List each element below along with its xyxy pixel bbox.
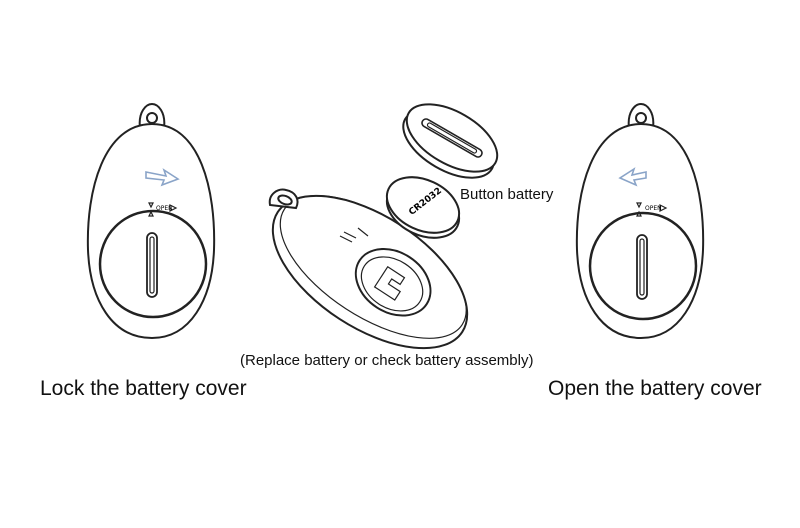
open-cover-label: Open the battery cover <box>548 377 762 400</box>
fob-exploded: CR2032 <box>268 103 499 350</box>
battery-cover <box>402 103 499 179</box>
button-battery-label: Button battery <box>460 186 554 203</box>
fob-open: OPEN <box>575 102 705 340</box>
replace-note: (Replace battery or check battery assemb… <box>240 352 534 369</box>
lock-symbol-text: OPEN <box>645 205 662 212</box>
lock-triangle-icon: OPEN <box>636 202 668 217</box>
lock-triangle-icon: OPEN <box>148 202 178 217</box>
lock-cover-label: Lock the battery cover <box>40 377 247 400</box>
arrow-right-icon <box>145 168 180 187</box>
fob-locked: OPEN <box>86 102 216 340</box>
arrow-left-icon <box>618 167 647 187</box>
button-battery: CR2032 <box>385 176 461 239</box>
lock-symbol-text: OPEN <box>156 205 173 212</box>
